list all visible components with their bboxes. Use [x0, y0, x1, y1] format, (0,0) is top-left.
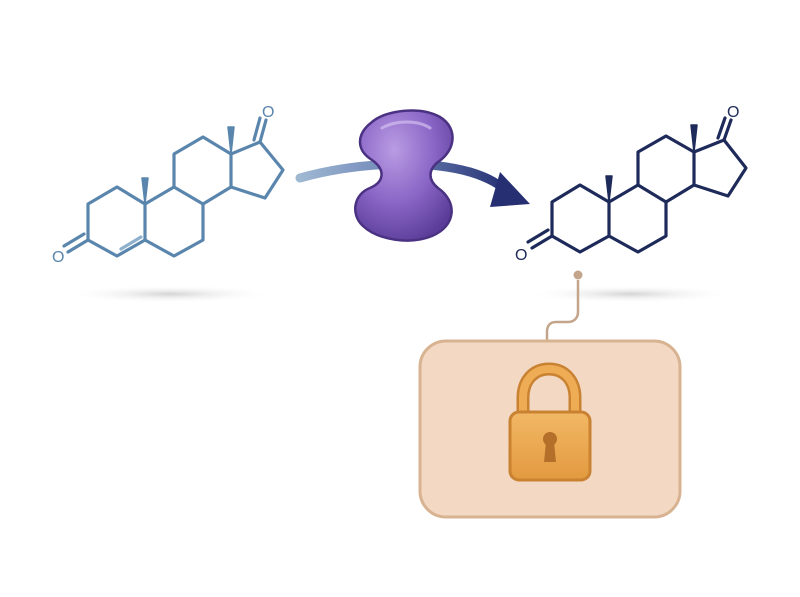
- substrate-top-ketone-bond-1: [258, 118, 268, 144]
- substrate-ketone-bond-2: [62, 232, 86, 248]
- substrate-shadow: [65, 285, 275, 303]
- substrate-oxygen-ketone: O: [52, 249, 64, 266]
- substrate-ring-a: [86, 185, 147, 258]
- enzyme-blob-icon: [354, 109, 454, 242]
- product-top-ketone-bond-2: [716, 116, 727, 140]
- substrate-ring-d: [229, 140, 285, 200]
- product-ketone-bond-1: [530, 234, 554, 250]
- product-ring-c: [636, 134, 696, 204]
- substrate-molecule: [62, 116, 285, 258]
- product-ring-d: [692, 138, 748, 198]
- product-molecule: [526, 116, 748, 254]
- substrate-top-ketone-bond-2: [252, 116, 262, 142]
- substrate-methyl-wedge-2: [227, 126, 235, 155]
- substrate-ring-b: [143, 185, 205, 258]
- padlock-icon: [508, 362, 592, 482]
- product-top-ketone-bond-1: [722, 118, 733, 142]
- substrate-ring-c: [172, 135, 233, 206]
- substrate-oxygen-top: O: [262, 104, 274, 121]
- product-methyl-wedge-2: [690, 124, 698, 153]
- substrate-double-bond: [119, 235, 143, 251]
- substrate-ketone-bond-1: [66, 238, 90, 254]
- product-ketone-bond-2: [526, 228, 550, 244]
- product-methyl-wedge-1: [605, 175, 613, 203]
- product-ring-b: [607, 183, 668, 254]
- product-oxygen-ketone: O: [515, 247, 527, 264]
- product-shadow: [525, 285, 735, 303]
- product-oxygen-top: O: [727, 104, 739, 121]
- substrate-methyl-wedge-1: [141, 177, 149, 205]
- product-ring-a: [550, 183, 611, 254]
- curved-arrow-icon: [295, 159, 530, 207]
